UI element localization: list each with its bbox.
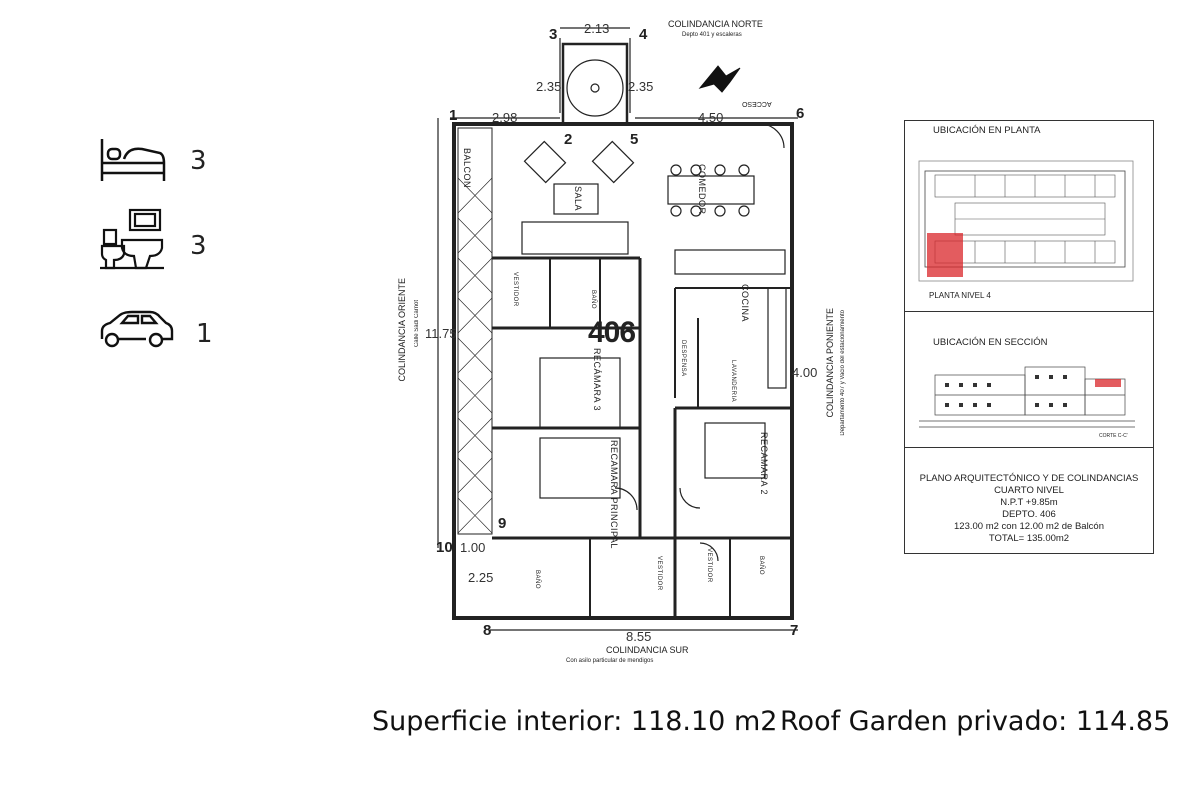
room-despensa: DESPENSA	[680, 340, 686, 377]
dim-4-00: 4.00	[792, 365, 818, 380]
seccion-title: UBICACIÓN EN SECCIÓN	[933, 337, 1048, 348]
west-sub: Departamento 407 y Vacio del estacionami…	[840, 310, 846, 436]
bedrooms-count: 3	[190, 146, 207, 176]
unit-location-highlight	[927, 233, 963, 277]
point-5: 5	[630, 131, 639, 148]
east-label: COLINDANCIA ORIENTE	[397, 278, 407, 382]
room-recamara-principal: RECAMARA PRINCIPAL	[609, 440, 619, 549]
corte-label: CORTE C-C'	[1099, 433, 1128, 439]
room-vestidor-2: VESTIDOR	[656, 556, 662, 591]
room-recamara-3: RECÁMARA 3	[592, 348, 602, 412]
car-icon	[100, 310, 174, 348]
site-plan-thumbnail	[918, 160, 1134, 282]
room-balcon: BALCON	[462, 148, 472, 189]
dim-2-98: 2.98	[492, 110, 518, 125]
room-sala: SALA	[573, 186, 583, 212]
bed-icon	[100, 139, 166, 181]
plan-info: PLANO ARQUITECTÓNICO Y DE COLINDANCIAS C…	[905, 473, 1153, 545]
room-vestidor-1: VESTIDOR	[512, 272, 518, 307]
info-line-6: TOTAL= 135.00m2	[988, 533, 1070, 544]
north-sub: Depto 401 y escaleras	[682, 32, 742, 38]
room-lavanderia: LAVANDERIA	[730, 360, 736, 403]
room-bano-3: BAÑO	[758, 556, 764, 576]
dim-2-25: 2.25	[468, 570, 494, 585]
location-panel: UBICACIÓN EN PLANTA PLANTA NIVEL 4 UBICA…	[904, 120, 1154, 554]
room-bano-2: BAÑO	[534, 570, 540, 590]
interior-area: Superficie interior: 118.10 m2	[372, 706, 778, 737]
point-4: 4	[639, 26, 648, 43]
dim-2-13: 2.13	[584, 21, 610, 36]
east-sub: Calle Sadi Carnot	[414, 300, 420, 348]
dim-2-35-right: 2.35	[628, 79, 654, 94]
info-line-3: N.P.T +9.85m	[1000, 497, 1058, 508]
west-label: COLINDANCIA PONIENTE	[825, 308, 835, 418]
unit-number: 406	[588, 316, 636, 349]
dim-11-75: 11.75	[425, 326, 457, 341]
info-line-5: 123.00 m2 con 12.00 m2 de Balcón	[954, 521, 1104, 532]
room-bano-1: BAÑO	[590, 290, 596, 310]
bathroom-icon	[100, 208, 164, 270]
point-8: 8	[483, 622, 492, 639]
room-vestidor-3: VESTIDOR	[706, 548, 712, 583]
planta-title: UBICACIÓN EN PLANTA	[933, 125, 1041, 136]
north-label: COLINDANCIA NORTE	[668, 19, 763, 29]
dim-2-35-left: 2.35	[536, 79, 562, 94]
point-9: 9	[498, 515, 507, 532]
room-cocina: COCINA	[740, 284, 750, 323]
parking-count: 1	[196, 319, 213, 349]
south-label: COLINDANCIA SUR	[606, 645, 689, 655]
floor-plan-drawing	[437, 27, 798, 631]
dim-1-00: 1.00	[460, 540, 486, 555]
panel-divider-1	[905, 311, 1153, 312]
point-10: 10	[436, 539, 453, 556]
point-6: 6	[796, 105, 805, 122]
point-1: 1	[449, 107, 458, 124]
room-comedor: COMEDOR	[697, 164, 707, 215]
info-line-4: DEPTO. 406	[1002, 509, 1056, 520]
panel-divider-2	[905, 447, 1153, 448]
point-7: 7	[790, 622, 799, 639]
south-sub: Con asilo particular de mendigos	[566, 658, 654, 664]
point-2: 2	[564, 131, 573, 148]
dim-4-50: 4.50	[698, 110, 724, 125]
section-thumbnail	[919, 366, 1135, 428]
acceso-label: ACCESO	[742, 100, 772, 107]
planta-caption: PLANTA NIVEL 4	[929, 291, 991, 300]
roof-garden-area: Roof Garden privado: 114.85	[780, 706, 1171, 737]
room-recamara-2: RECAMARA 2	[759, 432, 769, 496]
info-line-1: PLANO ARQUITECTÓNICO Y DE COLINDANCIAS	[919, 473, 1139, 484]
bathrooms-count: 3	[190, 231, 207, 261]
point-3: 3	[549, 26, 558, 43]
info-line-2: CUARTO NIVEL	[994, 485, 1064, 496]
dim-8-55: 8.55	[626, 629, 652, 644]
